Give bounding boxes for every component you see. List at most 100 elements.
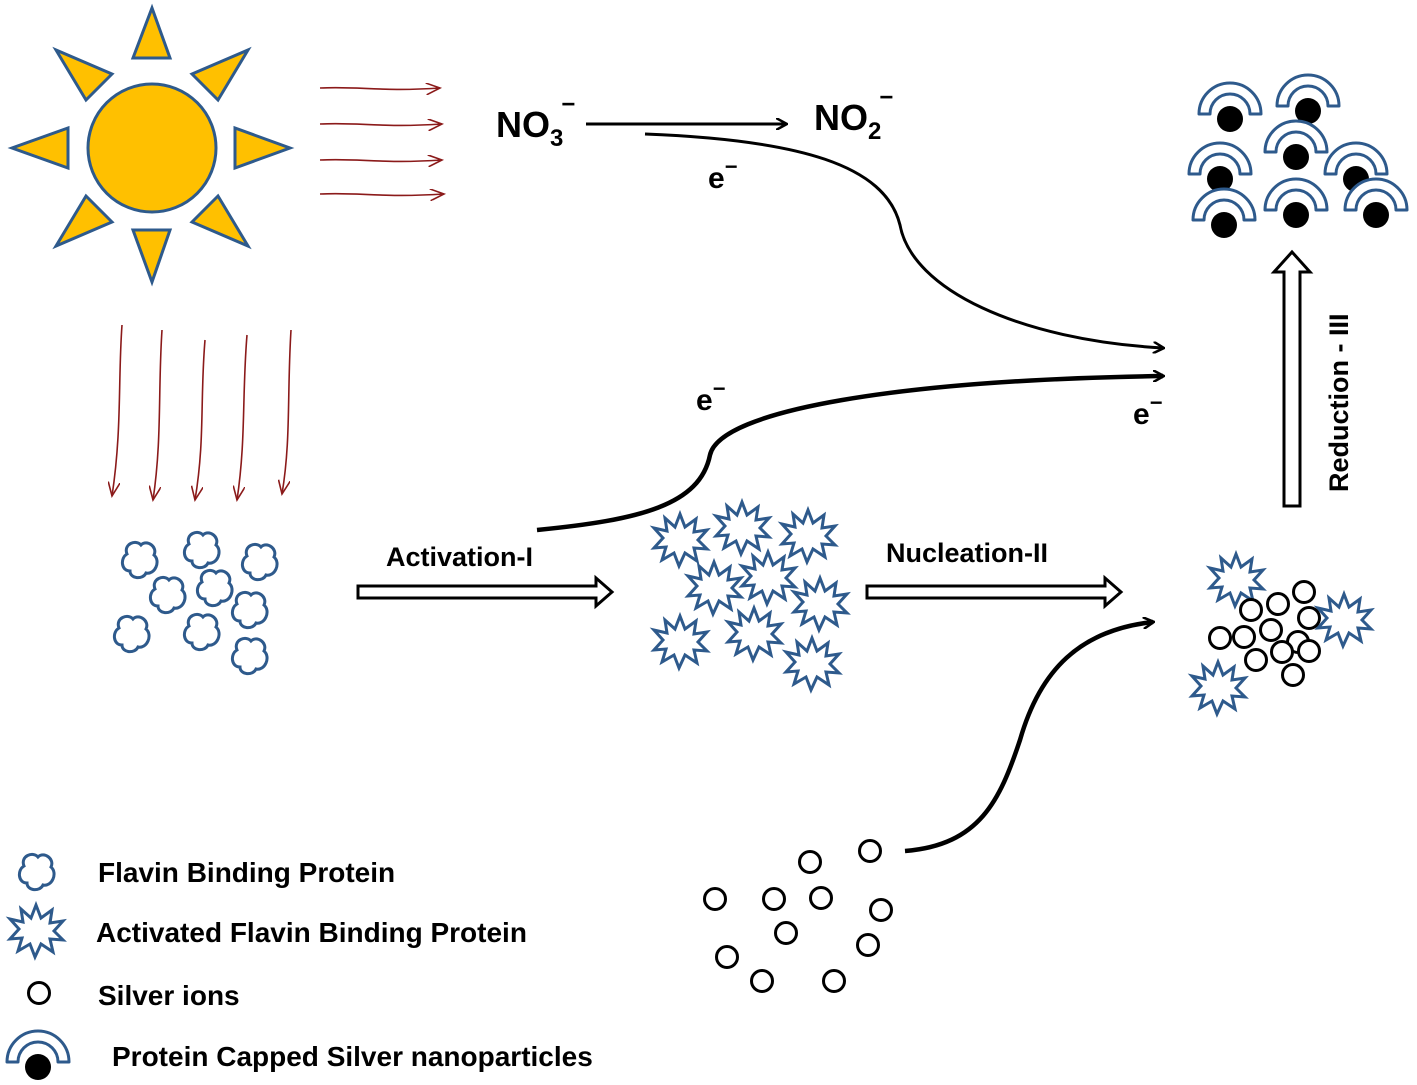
light-ray-arrow: [237, 334, 248, 500]
nucleation-cluster: [1190, 552, 1373, 716]
legend-silver-ion-icon: [27, 981, 51, 1005]
sun-ray: [189, 193, 252, 250]
sun-ray: [130, 3, 173, 60]
activated-protein-icon: [792, 576, 849, 632]
activated-protein-icon: [686, 560, 743, 616]
light-ray-arrow: [319, 88, 440, 90]
sun-ray: [130, 228, 173, 287]
silver-ion-icon: [1292, 580, 1316, 604]
silver-ion-icon: [1208, 626, 1232, 650]
flavin-binding-protein-icon: [182, 530, 221, 570]
legend-label-flavin: Flavin Binding Protein: [98, 857, 395, 888]
legend-capped-nanoparticle-icon: [5, 1029, 71, 1082]
legend-flavin-binding-protein-icon: [17, 852, 56, 892]
silver-ion-icon: [822, 969, 846, 993]
silver-ion-icon: [715, 945, 739, 969]
silver-ion-icon: [1297, 639, 1321, 663]
nitrate-label: NO3−: [496, 91, 575, 152]
silver-ion-pool: [703, 839, 893, 993]
flavin-binding-protein-icon: [112, 614, 151, 654]
flavin-protein-cluster: [112, 530, 279, 676]
activated-protein-cluster: [652, 500, 849, 692]
activated-protein-icon: [652, 614, 709, 670]
nitrate-reaction: NO3− NO2−: [496, 84, 893, 152]
sun-icon: [7, 3, 295, 287]
silver-ion-icon: [1297, 606, 1321, 630]
light-ray-arrow: [153, 329, 163, 500]
capped-nanoparticle-icon: [1275, 73, 1341, 126]
electron-label-middle: e−: [696, 376, 726, 417]
silver-ion-icon: [1266, 592, 1290, 616]
vertical-light-rays: [112, 324, 292, 500]
flavin-binding-protein-icon: [240, 542, 279, 582]
silver-ion-icon: [798, 850, 822, 874]
flavin-binding-protein-icon: [230, 636, 269, 676]
electron-flow-curve-middle: [536, 376, 1163, 533]
silver-ion-flow-curve: [904, 622, 1153, 854]
sun-ray: [52, 46, 115, 103]
flavin-binding-protein-icon: [230, 590, 269, 630]
silver-ion-icon: [1244, 648, 1268, 672]
activation-step-label: Activation-I: [386, 542, 533, 572]
legend-activated-protein-icon: [8, 903, 65, 959]
flavin-binding-protein-icon: [148, 575, 187, 615]
silver-ion-icon: [856, 933, 880, 957]
capped-nanoparticle-icon: [1343, 177, 1409, 230]
horizontal-light-rays: [319, 88, 444, 196]
light-ray-arrow: [112, 324, 123, 496]
legend-label-capped: Protein Capped Silver nanoparticles: [112, 1041, 593, 1072]
light-ray-arrow: [282, 329, 292, 494]
capped-nanoparticle-icon: [1187, 141, 1253, 194]
activated-protein-icon: [726, 606, 783, 662]
electron-flow-curve-top: [644, 132, 1163, 348]
silver-ion-icon: [809, 886, 833, 910]
nucleation-step-label: Nucleation-II: [886, 538, 1048, 568]
silver-ion-icon: [1239, 598, 1263, 622]
capped-nanoparticle-icon: [1197, 81, 1263, 134]
flavin-binding-protein-icon: [120, 540, 159, 580]
silver-ion-icon: [750, 969, 774, 993]
silver-ion-icon: [762, 887, 786, 911]
sun-ray: [189, 46, 252, 103]
electron-label-right: e−: [1133, 390, 1163, 431]
activated-protein-icon: [1316, 592, 1373, 648]
capped-nanoparticle-icon: [1191, 187, 1257, 240]
sun-disc: [86, 82, 218, 214]
silver-ion-icon: [858, 839, 882, 863]
activated-protein-icon: [1208, 552, 1265, 608]
silver-ion-icon: [1232, 625, 1256, 649]
silver-ion-icon: [1259, 618, 1283, 642]
activation-arrow: [356, 574, 615, 610]
legend: Flavin Binding Protein Activated Flavin …: [5, 852, 593, 1082]
nitrite-label: NO2−: [814, 84, 893, 145]
silver-ion-icon: [1270, 640, 1294, 664]
light-ray-arrow: [195, 339, 206, 500]
legend-label-silver-ions: Silver ions: [98, 980, 240, 1011]
silver-ion-icon: [703, 887, 727, 911]
activated-protein-icon: [714, 500, 771, 556]
activated-protein-icon: [652, 512, 709, 568]
sun-ray: [52, 193, 115, 250]
sun-ray: [233, 125, 295, 171]
activated-protein-icon: [780, 508, 837, 564]
silver-ion-icon: [869, 898, 893, 922]
nucleation-arrow: [865, 574, 1124, 610]
capped-nanoparticle-icon: [1263, 177, 1329, 230]
light-ray-arrow: [319, 194, 444, 196]
reduction-step-label: Reduction - III: [1324, 314, 1354, 493]
reduction-arrow: [1270, 249, 1314, 508]
activated-protein-icon: [1190, 660, 1247, 716]
light-ray-arrow: [319, 160, 442, 162]
sun-ray: [7, 125, 70, 171]
capped-nanoparticle-cluster: [1187, 73, 1409, 240]
electron-label-top: e−: [708, 154, 738, 195]
capped-nanoparticle-icon: [1263, 119, 1329, 172]
activated-protein-icon: [740, 550, 797, 606]
flavin-binding-protein-icon: [195, 568, 234, 608]
light-ray-arrow: [319, 124, 442, 126]
legend-label-activated: Activated Flavin Binding Protein: [96, 917, 527, 948]
activated-protein-icon: [784, 636, 841, 692]
silver-ion-icon: [774, 921, 798, 945]
flavin-binding-protein-icon: [182, 612, 221, 652]
